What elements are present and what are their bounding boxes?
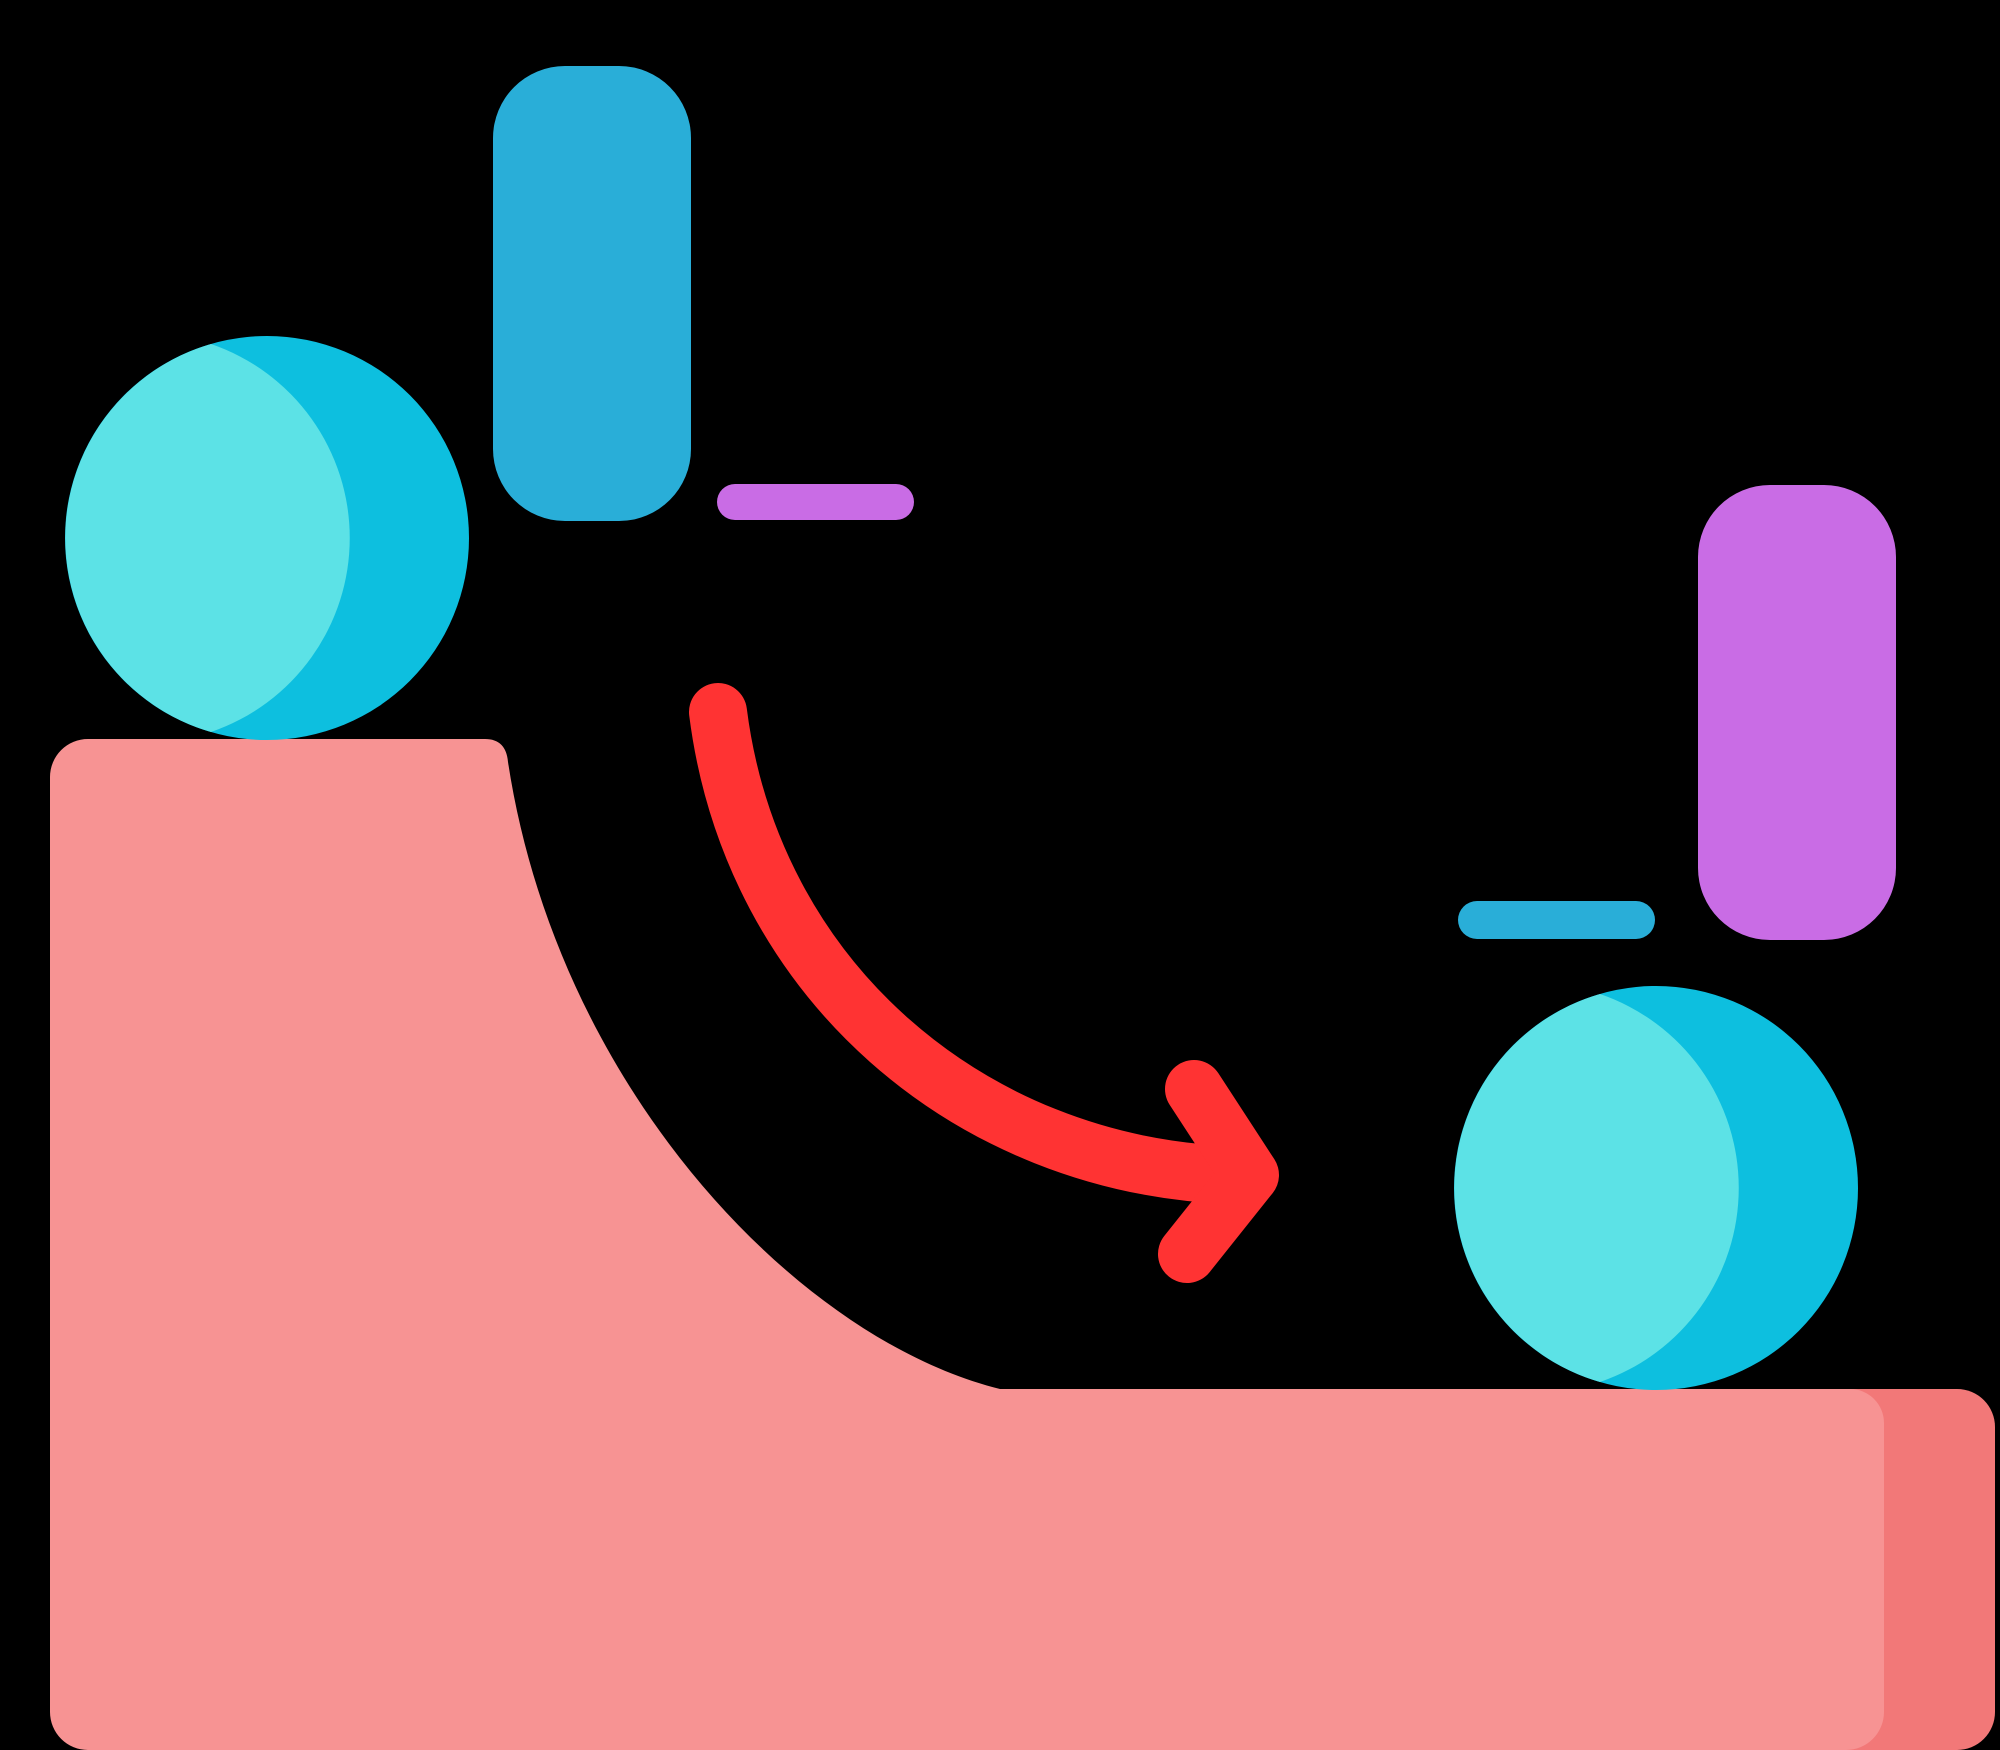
ramp-body <box>50 739 1884 1750</box>
tall-bar-purple <box>1698 485 1896 940</box>
ball-bottom-highlight <box>1454 994 1739 1382</box>
ramp <box>50 739 1995 1750</box>
arrow-curve <box>689 683 1259 1204</box>
short-bar-purple <box>717 484 914 520</box>
arrow-head <box>1158 1060 1279 1283</box>
transition-arrow-icon <box>689 683 1279 1283</box>
ball-top <box>65 336 469 740</box>
ball-bottom <box>1454 986 1858 1390</box>
ball-top-highlight <box>65 344 350 732</box>
short-bar-blue <box>1458 901 1655 939</box>
tall-bar-blue <box>493 66 691 521</box>
